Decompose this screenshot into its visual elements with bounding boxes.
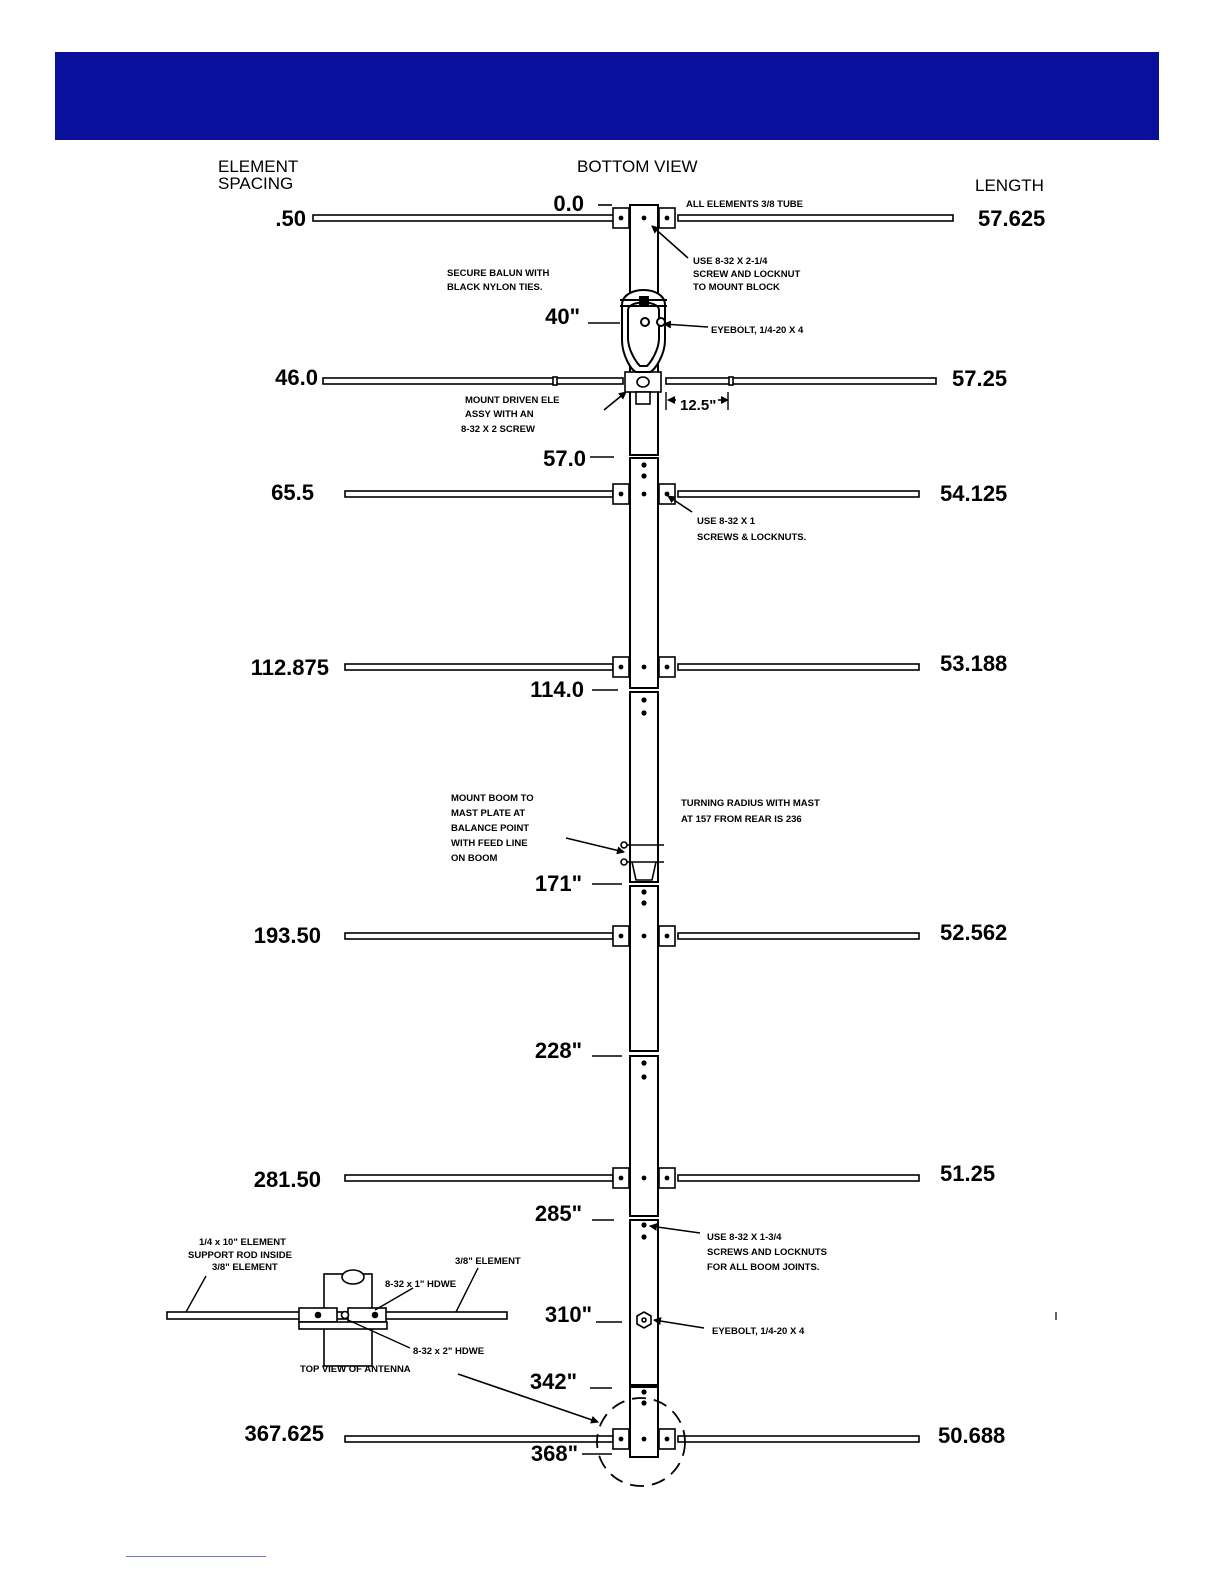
note-mount-boom: ON BOOM (451, 853, 498, 864)
note-eyebolt-bottom: EYEBOLT, 1/4-20 X 4 (712, 1326, 805, 1337)
element-spacing-header-2: SPACING (218, 174, 293, 193)
station-label: 285" (535, 1201, 582, 1226)
length-label: 53.188 (940, 651, 1007, 676)
station-label: 57.0 (543, 446, 586, 471)
note-driven-element: MOUNT DRIVEN ELE (465, 395, 559, 406)
length-label: 54.125 (940, 481, 1007, 506)
turning-radius-circle (596, 1397, 686, 1487)
notes: ALL ELEMENTS 3/8 TUBE USE 8-32 X 2-1/4 S… (447, 199, 827, 1337)
boom-holes (641, 462, 647, 1406)
dimension-label: 12.5" (680, 397, 716, 414)
station-ticks (582, 204, 622, 1455)
balun (620, 289, 667, 373)
station-label: 0.0 (553, 191, 584, 216)
station-label: 171" (535, 871, 582, 896)
note-secure-balun: SECURE BALUN WITH (447, 268, 550, 279)
leader-arrows (457, 225, 729, 1424)
note-mount-boom: MAST PLATE AT (451, 808, 525, 819)
spacing-label: 281.50 (254, 1167, 321, 1192)
note-support-rod: 3/8" ELEMENT (212, 1262, 278, 1273)
note-use-2-14: SCREW AND LOCKNUT (693, 269, 801, 280)
note-driven-element: ASSY WITH AN (465, 409, 534, 420)
bottom-view-header: BOTTOM VIEW (577, 157, 698, 176)
spacing-label: 65.5 (271, 480, 314, 505)
bottom-rule (126, 1556, 266, 1557)
spacing-label: 112.875 (251, 655, 329, 680)
note-all-elements: ALL ELEMENTS 3/8 TUBE (686, 199, 803, 210)
length-label: 57.625 (978, 206, 1045, 231)
note-mount-boom: WITH FEED LINE (451, 838, 528, 849)
block-screws (618, 215, 670, 1442)
note-element-38: 3/8" ELEMENT (455, 1256, 521, 1267)
spacing-label: 367.625 (244, 1421, 324, 1446)
note-driven-element: 8-32 X 2 SCREW (461, 424, 535, 435)
note-use-2-14: TO MOUNT BLOCK (693, 282, 780, 293)
station-labels: 0.0 40" 57.0 114.0 171" 228" 285" 310" 3… (530, 191, 592, 1466)
note-secure-balun: BLACK NYLON TIES. (447, 282, 543, 293)
length-header: LENGTH (975, 176, 1044, 195)
title-banner (55, 52, 1159, 140)
note-hdwe-2: 8-32 x 2" HDWE (413, 1346, 484, 1357)
note-top-view: TOP VIEW OF ANTENNA (300, 1364, 411, 1375)
note-turning-radius: TURNING RADIUS WITH MAST (681, 798, 820, 809)
station-label: 342" (530, 1369, 577, 1394)
station-label: 114.0 (530, 677, 584, 702)
note-mount-boom: MOUNT BOOM TO (451, 793, 534, 804)
length-label: 52.562 (940, 920, 1007, 945)
length-label: 51.25 (940, 1161, 995, 1186)
note-use-2-14: USE 8-32 X 2-1/4 (693, 256, 768, 267)
top-view-leaders (185, 1267, 479, 1349)
station-label: 368" (531, 1441, 578, 1466)
station-label: 310" (545, 1302, 592, 1327)
note-turning-radius: AT 157 FROM REAR IS 236 (681, 814, 802, 825)
mast-plate-clamp (620, 841, 664, 881)
station-label: 228" (535, 1038, 582, 1063)
driven-element-assembly (552, 371, 734, 405)
station-label: 40" (545, 304, 580, 329)
element-spacing-header: ELEMENT (218, 157, 298, 176)
eyebolt-bottom (636, 1311, 652, 1329)
length-labels: 57.625 57.25 54.125 53.188 52.562 51.25 … (938, 206, 1045, 1448)
top-view-notes: 1/4 x 10" ELEMENT SUPPORT ROD INSIDE 3/8… (188, 1237, 521, 1375)
note-support-rod: 1/4 x 10" ELEMENT (199, 1237, 286, 1248)
note-hdwe-1: 8-32 x 1" HDWE (385, 1279, 456, 1290)
spacing-label: 193.50 (254, 923, 321, 948)
note-use-1: SCREWS & LOCKNUTS. (697, 532, 806, 543)
note-use-1-34: SCREWS AND LOCKNUTS (707, 1247, 827, 1258)
note-eyebolt-top: EYEBOLT, 1/4-20 X 4 (711, 325, 804, 336)
note-use-1-34: FOR ALL BOOM JOINTS. (707, 1262, 819, 1273)
spacing-label: .50 (275, 206, 306, 231)
spacing-labels: .50 46.0 65.5 112.875 193.50 281.50 367.… (244, 206, 329, 1446)
note-mount-boom: BALANCE POINT (451, 823, 529, 834)
note-support-rod: SUPPORT ROD INSIDE (188, 1250, 292, 1261)
note-use-1-34: USE 8-32 X 1-3/4 (707, 1232, 782, 1243)
length-label: 57.25 (952, 366, 1007, 391)
length-label: 50.688 (938, 1423, 1005, 1448)
elements (312, 214, 954, 1443)
note-use-1: USE 8-32 X 1 (697, 516, 756, 527)
spacing-label: 46.0 (275, 365, 318, 390)
